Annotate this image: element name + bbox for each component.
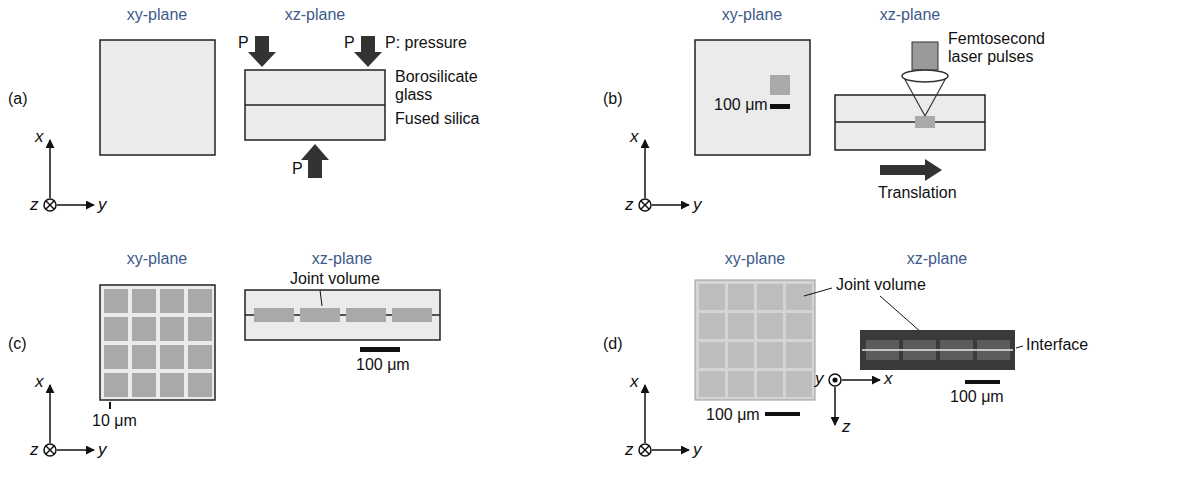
axis-label: x — [630, 373, 639, 391]
annotation-label: Joint volume — [836, 276, 926, 294]
glass-stack — [245, 290, 440, 352]
xy-sample — [100, 285, 215, 409]
plane-heading: xy-plane — [722, 6, 782, 24]
xy-sample — [100, 40, 215, 155]
glass-stack — [835, 95, 985, 150]
axis-label: z — [625, 196, 634, 214]
laser-objective — [902, 42, 948, 116]
plane-heading: xz-plane — [312, 250, 372, 268]
plane-heading: xz-plane — [285, 6, 345, 24]
micrograph-xy — [695, 280, 930, 416]
annotation-label: Borosilicate glass — [395, 68, 490, 104]
annotation-label: Interface — [1026, 336, 1088, 354]
annotation-label: Fused silica — [395, 110, 479, 128]
plane-heading: xy-plane — [127, 6, 187, 24]
axis-label: z — [842, 418, 851, 436]
annotation-label: 100 μm — [706, 406, 760, 424]
translation-arrow — [880, 159, 942, 181]
annotation-label: 100 μm — [356, 356, 410, 374]
annotation-label: P — [292, 160, 303, 178]
annotation-label: (c) — [8, 335, 27, 353]
axis-label: y — [98, 441, 107, 459]
annotation-label: Translation — [878, 184, 957, 202]
plane-heading: xy-plane — [725, 250, 785, 268]
annotation-label: 100 μm — [950, 388, 1004, 406]
axis-triad — [829, 374, 880, 425]
axis-label: z — [30, 441, 39, 459]
axis-label: x — [35, 128, 44, 146]
xy-sample — [695, 40, 810, 155]
axis-label: y — [693, 441, 702, 459]
annotation-label: 100 μm — [714, 96, 768, 114]
axis-label: x — [35, 373, 44, 391]
axis-label: x — [630, 128, 639, 146]
axis-label: z — [625, 441, 634, 459]
axis-triad — [639, 140, 689, 211]
axis-label: y — [693, 196, 702, 214]
axis-label: y — [815, 370, 824, 388]
annotation-label: Femtosecond laser pulses — [948, 30, 1053, 66]
annotation-label: P — [238, 34, 249, 52]
axis-label: y — [98, 196, 107, 214]
annotation-label: P: pressure — [385, 34, 467, 52]
axis-triad — [639, 385, 689, 456]
axis-label: x — [884, 370, 893, 388]
axis-triad — [44, 140, 94, 211]
plane-heading: xz-plane — [880, 6, 940, 24]
pressure-arrow — [248, 36, 382, 178]
annotation-label: (a) — [8, 90, 28, 108]
plane-heading: xz-plane — [907, 250, 967, 268]
axis-label: z — [30, 196, 39, 214]
plane-heading: xy-plane — [127, 250, 187, 268]
axis-triad — [44, 385, 94, 456]
annotation-label: P — [344, 34, 355, 52]
annotation-label: (b) — [603, 90, 623, 108]
annotation-label: 10 μm — [92, 412, 137, 430]
glass-stack — [245, 70, 385, 140]
annotation-label: Joint volume — [290, 270, 380, 288]
annotation-label: (d) — [603, 335, 623, 353]
